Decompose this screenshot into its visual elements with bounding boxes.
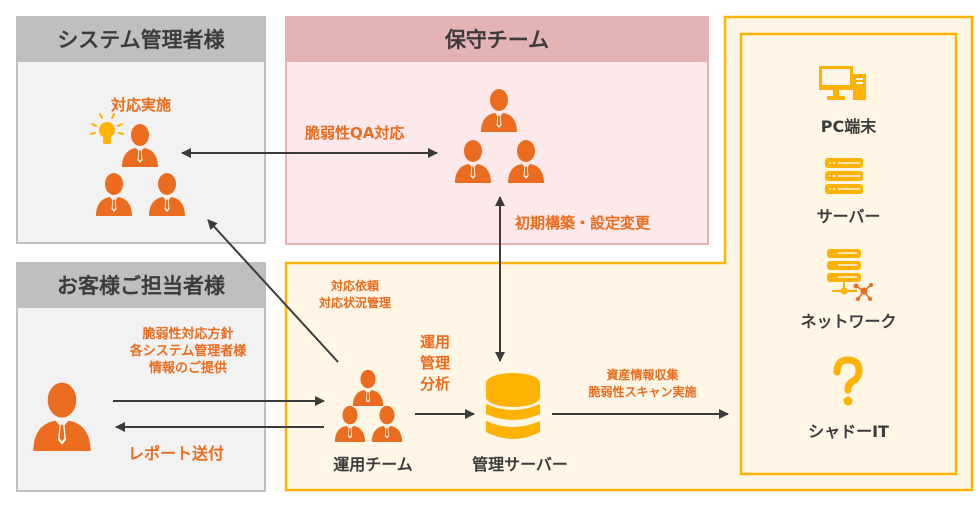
setup-label: 初期構築・設定変更	[515, 214, 651, 232]
system-admin-title: システム管理者様	[18, 18, 264, 62]
ops-team-people-icon	[334, 369, 403, 442]
customer-person-icon	[33, 382, 91, 451]
target-label-server: サーバー	[816, 207, 881, 226]
request-line: 対応依頼	[330, 279, 379, 293]
system-admin-action-label: 対応実施	[110, 96, 171, 114]
provide-info-line: 各システム管理者様	[129, 344, 247, 359]
lightbulb-icon	[90, 113, 124, 144]
report-label: レポート送付	[128, 444, 225, 463]
arrow-ops-to-admin	[207, 219, 339, 363]
target-label-shadow-it: シャドーIT	[808, 422, 889, 441]
maintenance-team-box: 保守チーム 脆弱性QA対応 初期構築・設定変更	[285, 16, 709, 245]
ops-team-label: 運用チーム	[333, 455, 413, 474]
target-label-pc: PC端末	[820, 117, 877, 136]
mgmt-server-label: 管理サーバー	[472, 455, 568, 474]
scan-line: 脆弱性スキャン実施	[588, 385, 697, 399]
maintenance-team-title: 保守チーム	[287, 18, 707, 62]
analysis-label: 運用 管理 分析	[420, 332, 450, 395]
maintenance-people-icon	[455, 89, 544, 183]
pc-icon	[819, 66, 866, 100]
analysis-line: 管理	[420, 354, 451, 372]
request-line: 対応状況管理	[318, 296, 391, 310]
provide-info-line: 脆弱性対応方針	[142, 327, 234, 342]
customer-box: お客様ご担当者様 脆弱性対応方針 各システム管理者様 情報のご提供 レポート送付	[16, 262, 266, 492]
database-icon	[486, 373, 540, 439]
request-label: 対応依頼 対応状況管理	[300, 278, 410, 312]
provide-info-line: 情報のご提供	[148, 361, 227, 376]
qa-label: 脆弱性QA対応	[305, 124, 405, 142]
target-label-network: ネットワーク	[800, 312, 897, 331]
analysis-line: 分析	[420, 375, 451, 393]
scan-line: 資産情報収集	[606, 368, 679, 382]
server-icon	[825, 158, 863, 194]
system-admin-box: システム管理者様 対応実施	[16, 16, 266, 244]
provide-info-label: 脆弱性対応方針 各システム管理者様 情報のご提供	[108, 326, 268, 377]
customer-title: お客様ご担当者様	[18, 264, 264, 308]
network-icon	[827, 249, 873, 301]
analysis-line: 運用	[420, 333, 451, 351]
scan-label: 資産情報収集 脆弱性スキャン実施	[555, 367, 730, 401]
question-icon	[833, 356, 863, 406]
